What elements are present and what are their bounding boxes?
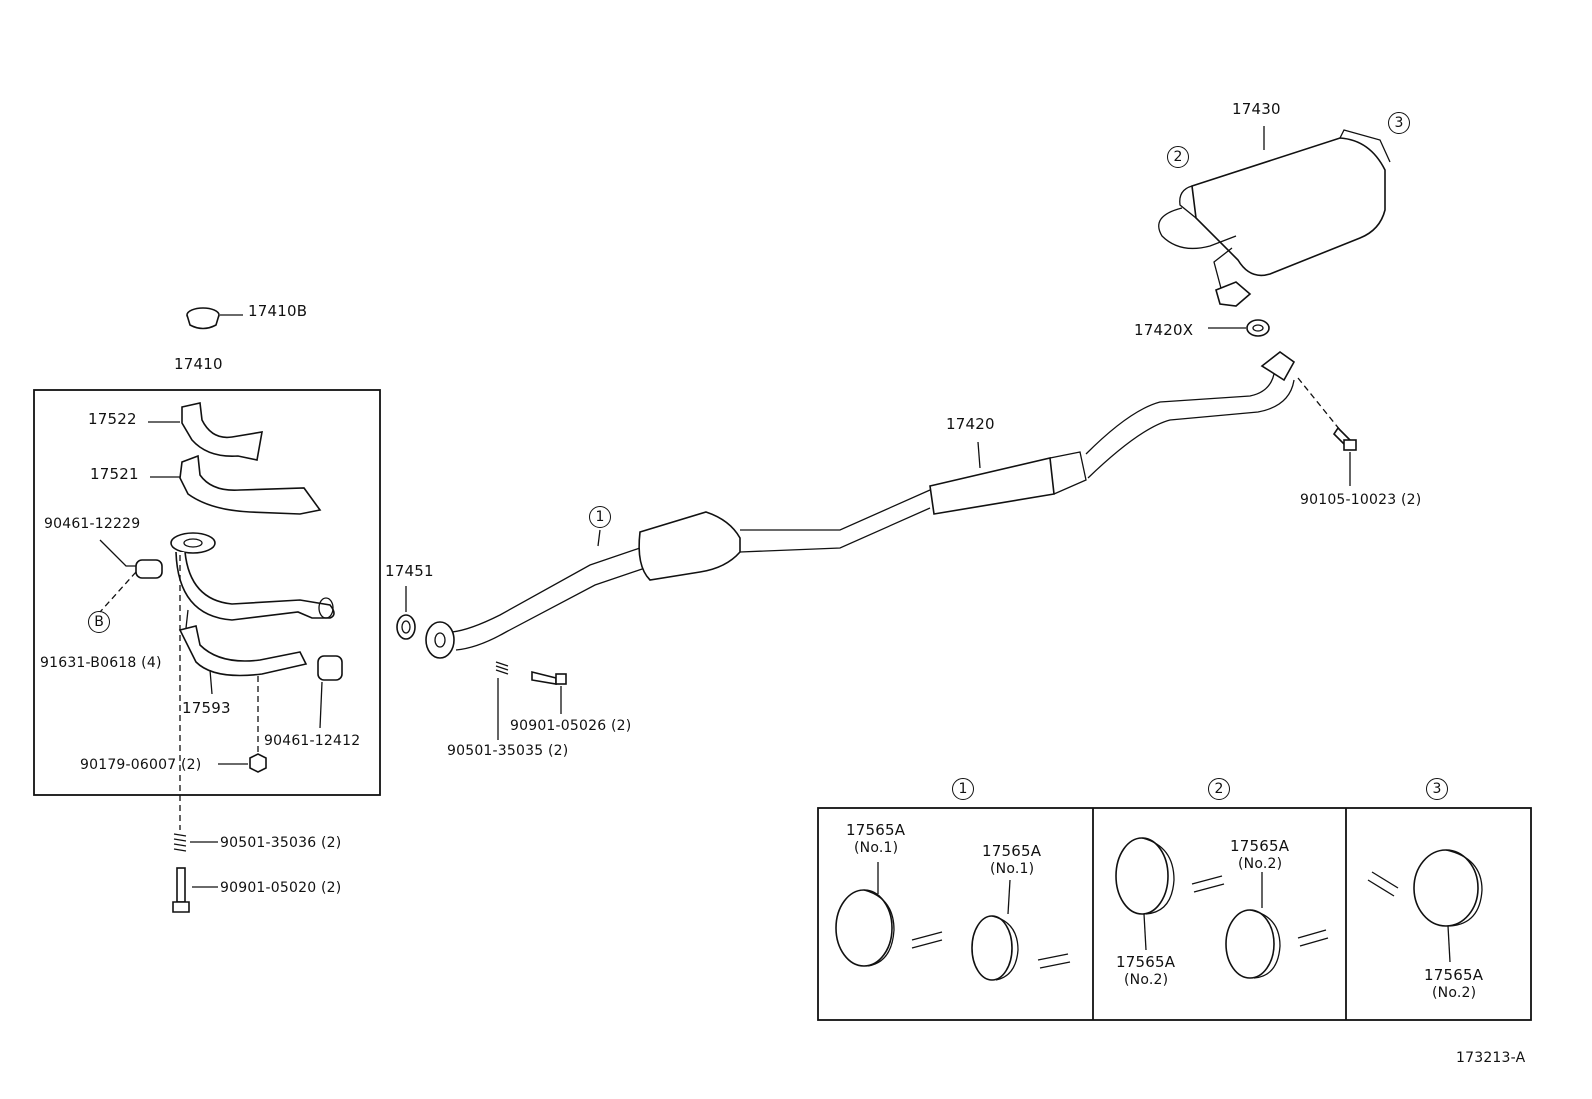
nut-90179-06007 <box>218 676 267 773</box>
hanger-2b-sub: (No.2) <box>1238 856 1283 872</box>
hanger-3 <box>1367 849 1483 963</box>
callout-1: 1 <box>589 506 611 528</box>
hanger-3-part: 17565A <box>1424 966 1484 984</box>
table-column-3: 3 <box>1426 778 1448 800</box>
label-91631-B0618: 91631-B0618 (4) <box>40 655 162 671</box>
muffler-17430 <box>1158 126 1391 307</box>
hanger-1b-sub: (No.1) <box>990 861 1035 877</box>
label-17521: 17521 <box>90 465 139 483</box>
label-90901-05026: 90901-05026 (2) <box>510 718 632 734</box>
hanger-2a-part: 17565A <box>1116 953 1176 971</box>
table-column-2: 2 <box>1208 778 1230 800</box>
callout-B: B <box>88 611 110 633</box>
callout-2: 2 <box>1167 146 1189 168</box>
label-90501-35036: 90501-35036 (2) <box>220 835 342 851</box>
table-column-1: 1 <box>952 778 974 800</box>
label-90461-12412: 90461-12412 <box>264 733 361 749</box>
hanger-2b-part: 17565A <box>1230 837 1290 855</box>
label-17410B: 17410B <box>248 302 308 320</box>
gasket-17410B <box>186 307 243 330</box>
leader-c1 <box>597 529 601 547</box>
heat-shield-17521 <box>150 454 322 515</box>
diagram-code: 173213-A <box>1456 1050 1526 1066</box>
bracket-17593 <box>178 609 308 695</box>
clamp-90461-12412 <box>317 655 343 729</box>
spring-90501-35036 <box>173 833 218 852</box>
label-17420X: 17420X <box>1134 321 1194 339</box>
label-17420: 17420 <box>946 415 995 433</box>
clamp-90461-12229 <box>99 539 163 613</box>
label-90179-06007: 90179-06007 (2) <box>80 757 202 773</box>
center-pipe-with-converter <box>425 351 1296 659</box>
hanger-3-sub: (No.2) <box>1432 985 1477 1001</box>
label-90501-35035: 90501-35035 (2) <box>447 743 569 759</box>
gasket-17420X <box>1208 319 1270 337</box>
hanger-table <box>817 807 1532 1021</box>
label-90901-05020: 90901-05020 (2) <box>220 880 342 896</box>
label-17593: 17593 <box>182 699 231 717</box>
hanger-2b <box>1225 872 1329 979</box>
hanger-1a <box>835 862 943 967</box>
bolt-90901-05020 <box>172 867 218 913</box>
heat-shield-17522 <box>148 402 263 461</box>
callout-3: 3 <box>1388 112 1410 134</box>
label-17522: 17522 <box>88 410 137 428</box>
label-90461-12229: 90461-12229 <box>44 516 141 532</box>
gasket-17451 <box>396 586 416 640</box>
front-pipe <box>170 532 335 621</box>
label-17430: 17430 <box>1232 100 1281 118</box>
hanger-1a-sub: (No.1) <box>854 840 899 856</box>
label-90105-10023: 90105-10023 (2) <box>1300 492 1422 508</box>
hanger-2a-sub: (No.2) <box>1124 972 1169 988</box>
spring-90501-35035 <box>495 661 509 740</box>
hanger-1a-part: 17565A <box>846 821 906 839</box>
hanger-2a <box>1115 837 1225 951</box>
bolt-90105-10023 <box>1297 377 1357 486</box>
label-17451: 17451 <box>385 562 434 580</box>
label-17410: 17410 <box>174 355 223 373</box>
bolt-90901-05026 <box>531 670 567 714</box>
leader-17420 <box>977 441 981 469</box>
hanger-1b <box>971 879 1071 981</box>
assembly-17410-box <box>33 389 381 796</box>
hanger-1b-part: 17565A <box>982 842 1042 860</box>
